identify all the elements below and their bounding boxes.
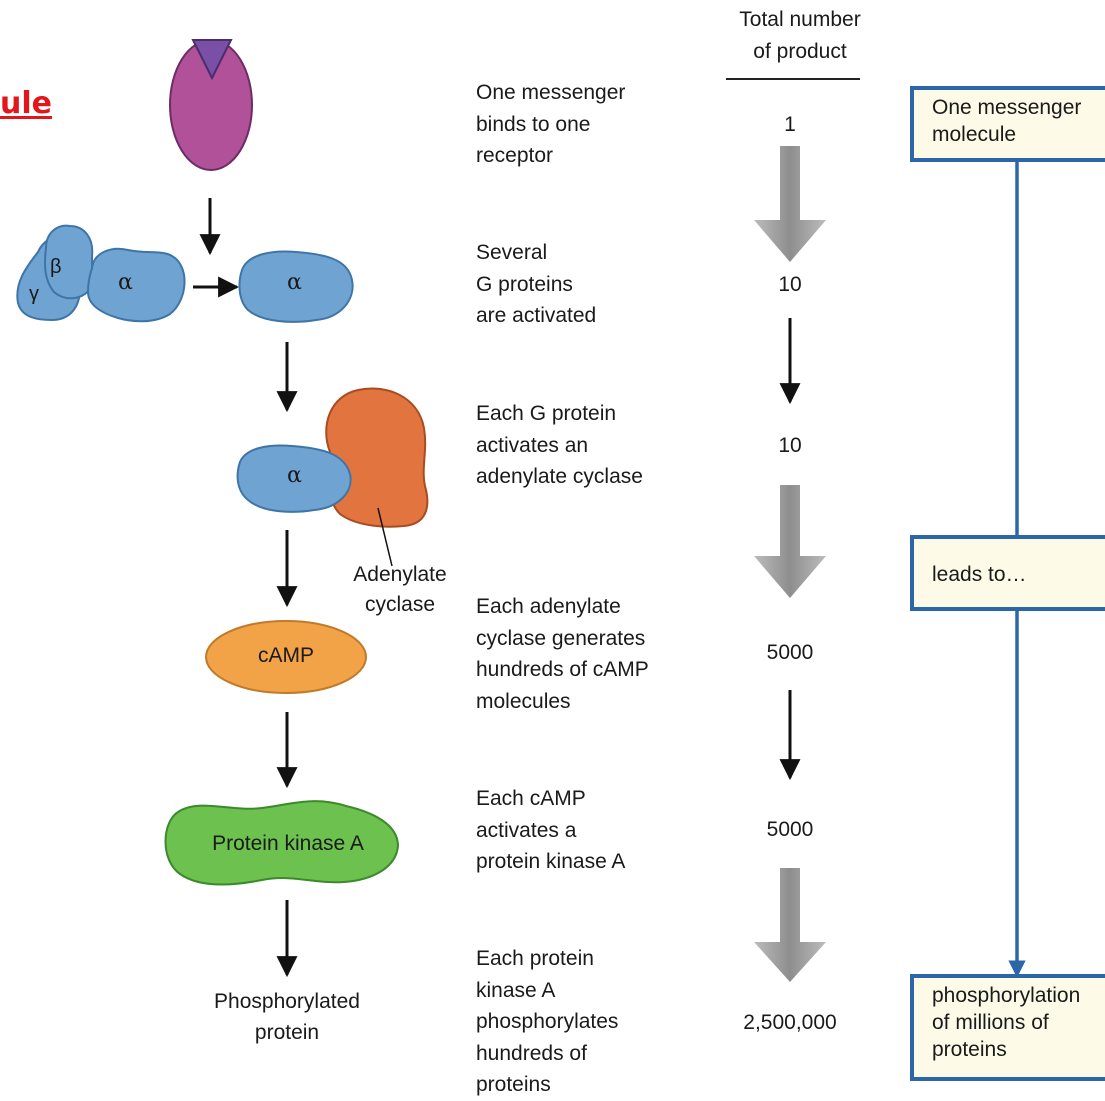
step-4-description: Each adenylate cyclase generates hundred… [476, 595, 649, 713]
column-header: Total number of product [739, 8, 861, 63]
alpha-label-cyclase: α [287, 463, 302, 488]
g-protein-alpha-active-icon [238, 250, 354, 323]
summary-box-phosphorylation: phosphorylation of millions of proteins [910, 974, 1105, 1081]
g-protein-alpha-cyclase-bound-icon [236, 444, 352, 513]
adenylate-cyclase-icon [325, 387, 429, 528]
slide-title-fragment: ule [0, 86, 52, 121]
step-2-description: Several G proteins are activated [476, 241, 597, 327]
beta-label: β [50, 256, 62, 278]
camp-icon [205, 620, 367, 694]
summary-box-messenger: One messenger molecule [910, 86, 1105, 162]
step-1-count: 1 [784, 113, 796, 136]
gamma-label: γ [29, 283, 39, 305]
alpha-label-bound: α [118, 270, 133, 295]
summary-box-messenger-text: One messenger molecule [932, 96, 1082, 146]
summary-box-leads-to: leads to… [910, 535, 1105, 611]
protein-kinase-a-icon [164, 800, 400, 886]
step-2-count: 10 [778, 273, 802, 296]
step-3-count: 10 [778, 434, 802, 457]
step-6-description: Each protein kinase A phosphorylates hun… [476, 947, 619, 1096]
step-6-count: 2,500,000 [743, 1011, 837, 1034]
g-protein-alpha-bound-icon [86, 247, 186, 323]
amplification-arrow-1 [754, 146, 826, 262]
protein-kinase-a-label: Protein kinase A [212, 832, 364, 855]
step-5-count: 5000 [766, 818, 814, 841]
amplification-arrow-5 [754, 868, 826, 982]
messenger-icon [191, 39, 233, 81]
phosphorylated-protein-label: Phosphorylated protein [214, 990, 360, 1044]
camp-label: cAMP [257, 644, 314, 667]
summary-box-phosphorylation-text: phosphorylation of millions of proteins [932, 984, 1081, 1061]
amplification-arrow-3 [754, 485, 826, 598]
step-3-description: Each G protein activates an adenylate cy… [476, 402, 643, 488]
header-rule [726, 78, 860, 80]
alpha-label-active: α [287, 270, 302, 295]
adenylate-cyclase-label: Adenylate cyclase [353, 563, 447, 616]
step-4-count: 5000 [766, 641, 814, 664]
summary-box-leads-to-text: leads to… [932, 563, 1027, 586]
step-1-description: One messenger binds to one receptor [476, 81, 626, 167]
step-5-description: Each cAMP activates a protein kinase A [476, 787, 626, 873]
cyclase-label-pointer [377, 507, 393, 567]
